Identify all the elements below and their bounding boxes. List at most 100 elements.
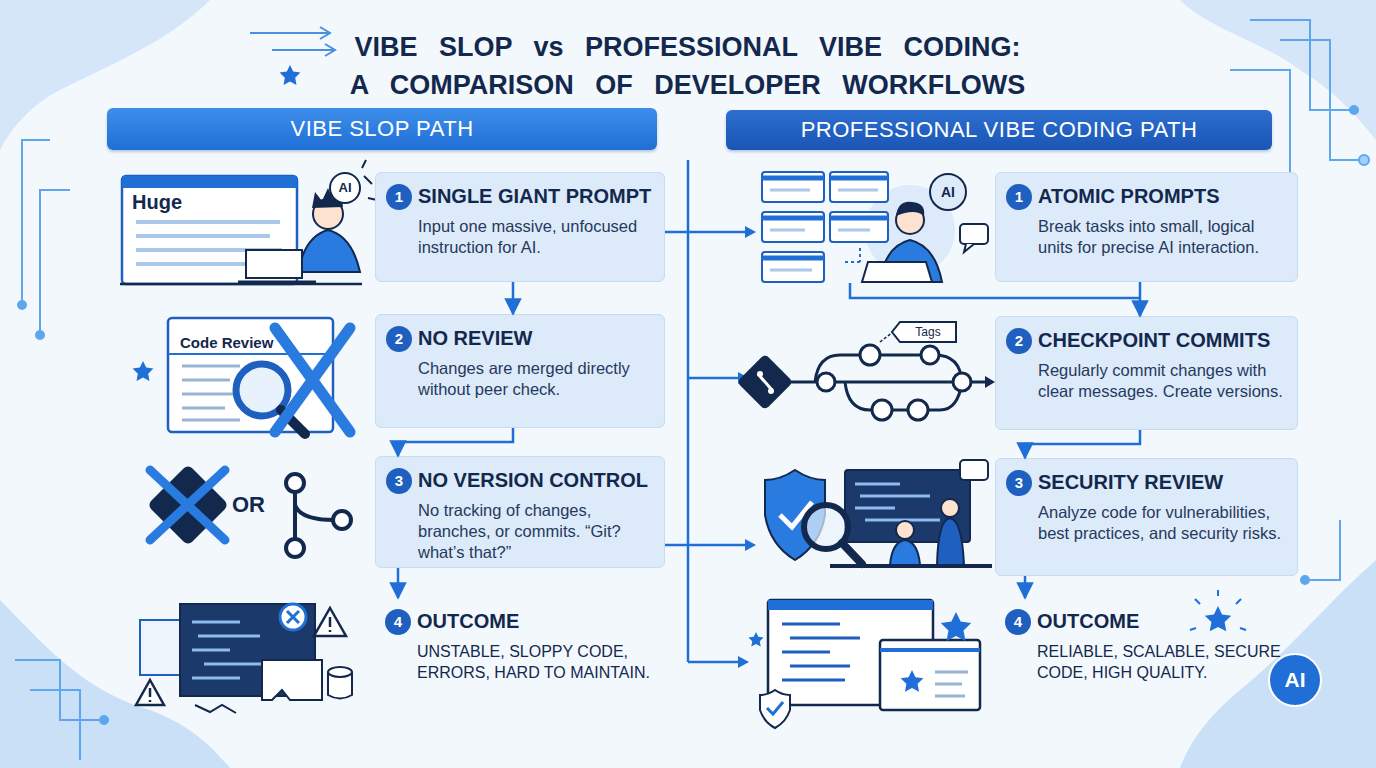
quality-outcome-illustration [748,632,763,646]
giant-prompt-illustration [122,176,297,188]
step-box: NO REVIEW Changes are merged directly wit… [375,314,665,428]
step-box: ATOMIC PROMPTSBreak tasks into small, lo… [995,172,1298,282]
atomic-prompts-illustration [862,262,932,282]
background [1180,560,1376,768]
quality-outcome-illustration [880,648,980,652]
corner-arrows [250,27,335,56]
flow-arrow [1024,576,1027,598]
sloppy-outcome-illustration [149,688,152,702]
no-git-illustration [147,464,229,546]
quality-outcome-illustration [880,640,980,710]
arrow-heads [738,656,749,668]
connector-spine [687,160,690,662]
sloppy-outcome-illustration [287,611,299,623]
checkpoint-illustration [880,332,893,342]
sloppy-outcome-illustration [195,705,236,713]
circuit-lines [1250,20,1350,110]
no-review-illustration [133,318,350,434]
security-illustration [941,499,959,517]
checkpoint-illustration [737,322,995,420]
circuit-lines [1301,576,1309,584]
no-git-illustration [295,485,335,545]
checkpoint-illustration [872,400,892,420]
callout-number: 3 [395,472,403,490]
giant-prompt-illustration [120,283,362,286]
no-review-illustration [168,353,333,355]
quality-outcome-illustration [1269,654,1321,706]
no-git-illustration [333,511,351,529]
checkpoint-illustration [892,322,956,342]
step-description: Changes are merged directly without peer… [418,358,656,400]
security-illustration [855,484,940,520]
illustration-label: Code Review [180,334,273,352]
step-number-circle: 1 [386,184,412,210]
illustration-label: AI [331,180,359,196]
security-illustration [765,460,992,566]
step-number-circle: 1 [1006,184,1032,210]
step-description: UNSTABLE, SLOPPY CODE, ERRORS, HARD TO M… [417,641,657,683]
illustration-label: Tags [902,325,954,339]
sloppy-outcome-illustration [192,622,270,678]
atomic-prompts-illustration [770,190,878,270]
arrow-heads [738,226,756,668]
circuit-lines [22,140,50,300]
no-git-illustration [147,464,351,557]
sloppy-outcome-illustration [136,680,164,705]
checkpoint-illustration [757,371,763,377]
flow-arrow [397,568,400,598]
header-text: PROFESSIONAL VIBE CODING PATH [801,117,1198,143]
circuit-lines [18,301,26,309]
step-heading: CHECKPOINT COMMITS [1038,328,1291,352]
quality-outcome-illustration [782,624,860,680]
circuit-lines [36,331,44,339]
flow-arrow [1139,282,1142,316]
atomic-prompts-illustration [762,172,988,282]
callout-number: 4 [1014,613,1022,631]
star-icon [280,65,301,85]
callout-number: 3 [1015,474,1023,492]
circuit-lines [1280,40,1360,160]
no-git-illustration [286,474,304,492]
checkpoint-illustration [768,388,774,394]
corner-arrows [250,27,335,56]
connector-spine [850,283,1140,298]
arrow-heads [745,226,756,238]
step-description: RELIABLE, SCALABLE, SECURE CODE, HIGH QU… [1037,641,1290,683]
illustration-label: AI [934,184,962,200]
quality-outcome-illustration [760,690,790,728]
callout-number: 2 [1015,332,1023,350]
header-text: VIBE SLOP PATH [290,116,473,142]
outcome-box: OUTCOMERELIABLE, SCALABLE, SECURE CODE, … [995,598,1298,703]
checkpoint-illustration [845,382,962,410]
callout-number: 2 [395,330,403,348]
illustration-label: Huge [132,191,182,213]
atomic-prompts-illustration [845,248,860,262]
giant-prompt-illustration [330,173,360,203]
path-header: VIBE SLOP PATH [107,108,657,150]
step-description: Input one massive, unfocused instruction… [418,216,656,258]
step-number-circle: 2 [386,326,412,352]
checkpoint-illustration [921,346,939,364]
circuit-lines [1350,106,1358,114]
step-number-circle: 4 [385,609,411,635]
giant-prompt-illustration [298,230,360,272]
no-review-illustration [182,366,240,420]
checkpoint-illustration [817,373,835,391]
diagram-title: VIBE SLOP vs PROFESSIONAL VIBE CODING: A… [340,28,1035,104]
step-heading: OUTCOME [417,609,659,633]
outcome-box: OUTCOME UNSTABLE, SLOPPY CODE, ERRORS, HA… [375,598,665,703]
step-heading: NO REVIEW [418,326,658,350]
callout-number: 4 [394,613,402,631]
circuit-lines [1310,520,1340,580]
no-git-illustration [286,539,304,557]
sloppy-outcome-illustration [329,617,332,632]
step-box: NO VERSION CONTROLNo tracking of changes… [375,456,665,568]
star-icon [280,65,301,85]
no-git-illustration [150,470,225,540]
no-review-illustration [275,328,350,432]
circuit-lines [30,690,80,760]
sloppy-outcome-illustration [262,660,322,700]
checkpoint-illustration [737,354,794,411]
